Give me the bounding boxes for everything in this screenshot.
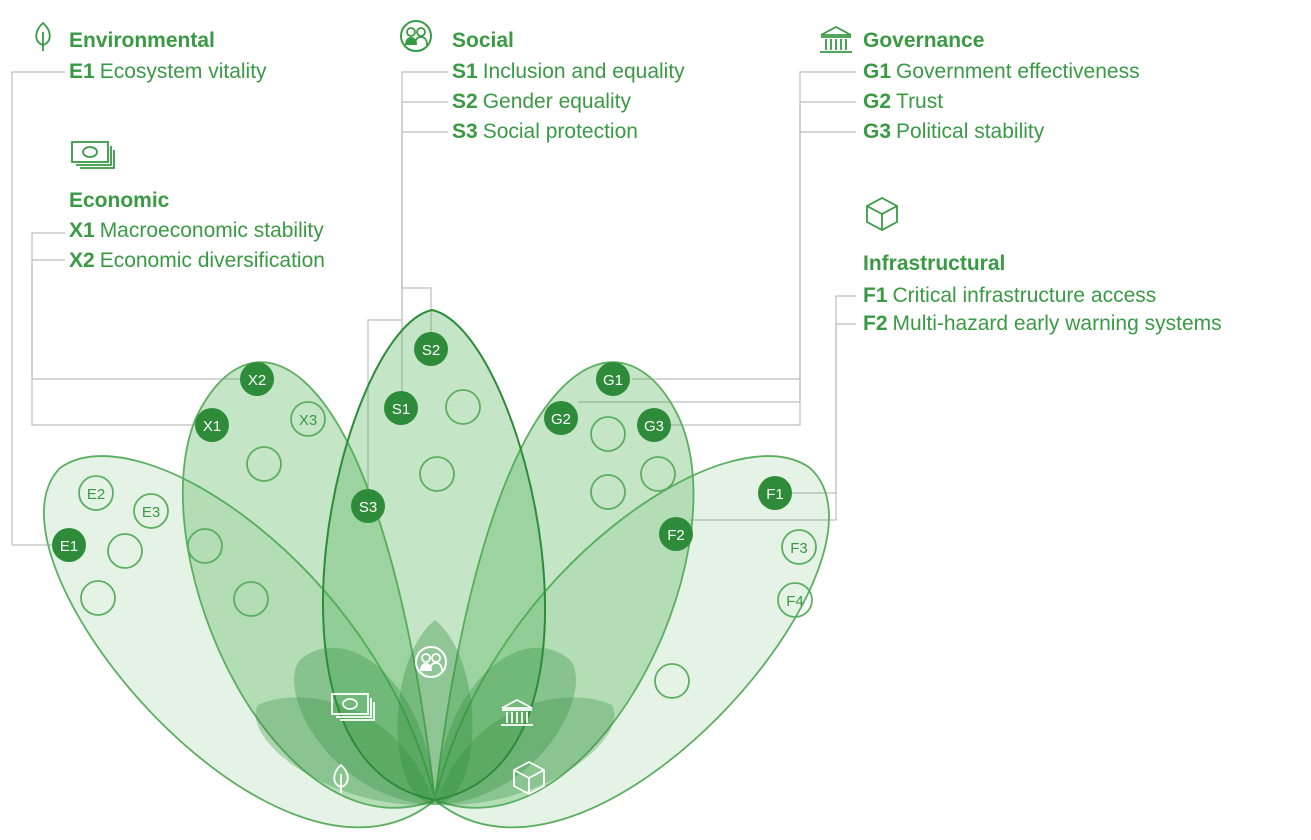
connector-lines [11,71,856,546]
svg-text:X2: X2 [248,372,266,389]
connector-s3 [367,131,448,489]
svg-text:S3: S3 [359,499,377,516]
connector-g3 [670,131,856,426]
svg-text:F3: F3 [790,540,808,557]
connector-e1 [11,71,65,546]
marker-e3: E3 [133,493,169,529]
marker-s1: S1 [384,391,418,425]
marker-f3: F3 [781,529,817,565]
empty-circles [80,389,690,699]
svg-text:E2: E2 [87,486,105,503]
cube-icon [866,197,898,231]
svg-text:F2: F2 [667,527,685,544]
marker-s2: S2 [414,332,448,366]
marker-e2: E2 [78,475,114,511]
leaf-icon [35,22,51,52]
svg-text:E3: E3 [142,504,160,521]
connector-g1 [632,71,856,380]
social-title: Social [452,29,514,52]
connector-f2 [690,323,856,521]
svg-text:F4: F4 [786,593,804,610]
money-icon [71,141,115,169]
svg-text:X1: X1 [203,418,221,435]
marker-s3: S3 [351,489,385,523]
svg-text:S1: S1 [392,401,410,418]
outlined-markers: E2 E3 X3 F3 F4 [78,401,817,618]
petals-large [43,308,830,829]
svg-text:G1: G1 [603,372,623,389]
petal-economic [181,361,436,809]
building-icon [819,26,853,53]
connector-g2 [578,101,856,403]
economic-title: Economic [69,189,170,212]
infrastructural-title: Infrastructural [863,252,1006,275]
svg-text:G3: G3 [644,418,664,435]
marker-f4: F4 [777,582,813,618]
marker-x1: X1 [195,408,229,442]
environmental-title: Environmental [69,29,215,52]
svg-text:G2: G2 [551,411,571,428]
marker-e1: E1 [52,528,86,562]
marker-f2: F2 [659,517,693,551]
svg-text:S2: S2 [422,342,440,359]
marker-x2: X2 [240,362,274,396]
marker-g3: G3 [637,408,671,442]
marker-g2: G2 [544,401,578,435]
marker-f1: F1 [758,476,792,510]
connector-s2 [401,101,448,333]
svg-text:F1: F1 [766,486,784,503]
petal-social [321,308,546,802]
marker-g1: G1 [596,362,630,396]
governance-title: Governance [863,29,985,52]
connector-x2 [31,259,240,380]
people-icon [400,20,432,52]
svg-text:E1: E1 [60,538,78,555]
petal-governance [434,361,695,809]
svg-text:X3: X3 [299,412,317,429]
filled-markers: E1 X1 X2 S2 S1 S3 G1 G2 G3 F1 F2 [52,332,792,562]
marker-x3: X3 [290,401,326,437]
